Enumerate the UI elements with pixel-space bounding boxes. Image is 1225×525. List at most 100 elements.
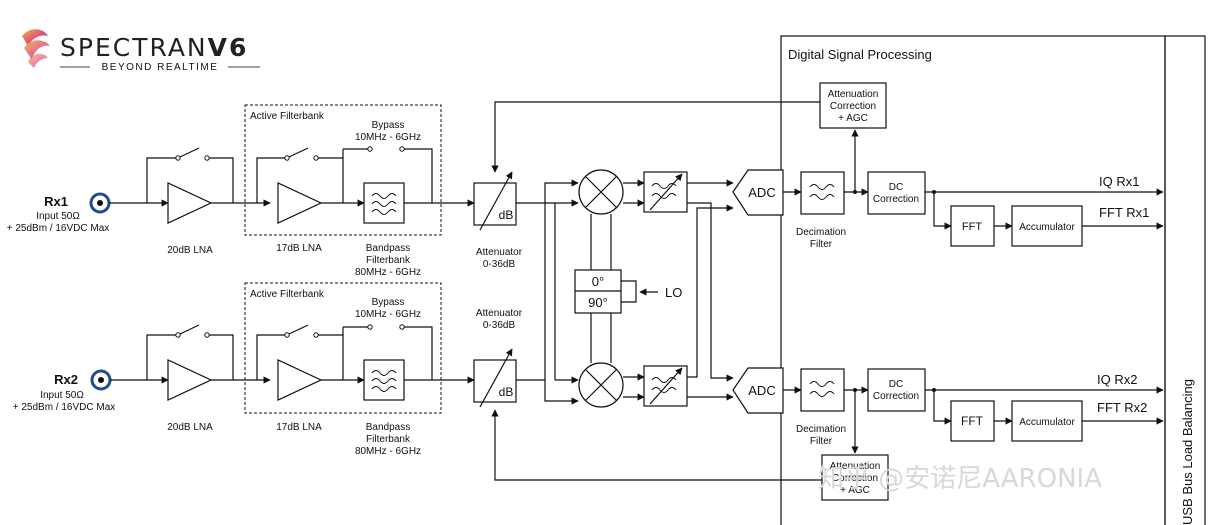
rx2-tunable-filter-icon <box>643 365 688 407</box>
rx1-atten-line1: Attenuation <box>828 89 879 100</box>
rx2-label: Rx2 <box>54 372 78 387</box>
lo-label: LO <box>665 285 682 300</box>
rx1-attenuation-correction: Attenuation Correction + AGC <box>819 82 887 129</box>
rx1-lna2-label: 17dB LNA <box>276 243 322 254</box>
logo-version: V6 <box>208 33 249 62</box>
rx2-attenuator: dB <box>473 348 517 408</box>
rx2-lna1-amplifier-icon <box>167 359 213 401</box>
rx1-bandpass-range: 80MHz - 6GHz <box>355 267 421 278</box>
rx2-accumulator-label: Accumulator <box>1019 417 1075 428</box>
rx2-fft: FFT <box>950 400 995 442</box>
rx1-dc-line2: Correction <box>873 194 919 205</box>
fft-rx2-label: FFT Rx2 <box>1097 400 1147 415</box>
rx2-lna2-amplifier-icon <box>277 359 323 401</box>
rx2-decimation-label: Decimation <box>796 424 846 435</box>
rx2-mixer-icon <box>578 362 624 408</box>
watermark: 知乎 @安诺尼AARONIA <box>818 464 1102 494</box>
rx1-atten-line2: Correction <box>830 101 876 112</box>
logo-mark-icon <box>22 29 50 68</box>
rx2-accumulator: Accumulator <box>1011 400 1083 442</box>
rx1-decimation-filter-icon <box>800 171 845 215</box>
rx1-dc-line1: DC <box>889 182 903 193</box>
rx1-filterbank-box <box>244 104 442 236</box>
rx2-bandpass-label-2: Filterbank <box>366 434 411 445</box>
rx2-dc-correction: DC Correction <box>867 368 926 412</box>
rx1-mixer-icon <box>578 169 624 215</box>
svg-text:SPECTRANV6: SPECTRANV6 <box>60 33 248 62</box>
fft-rx1-label: FFT Rx1 <box>1099 205 1149 220</box>
rx1-lna1-label: 20dB LNA <box>167 245 213 256</box>
rx1-lna2-amplifier-icon <box>277 182 323 224</box>
rx1-adc-label: ADC <box>748 185 775 200</box>
rx2-dc-line2: Correction <box>873 391 919 402</box>
rx1-connector-icon <box>89 192 111 214</box>
rx2-attenuator-label: Attenuator <box>476 308 523 319</box>
phase-90: 90° <box>588 295 608 310</box>
rx1-chain: Rx1 Input 50Ω + 25dBm / 16VDC Max 20dB L… <box>7 104 545 278</box>
rx2-filterbank-box <box>244 282 442 414</box>
rx2-filterbank-title: Active Filterbank <box>250 289 325 300</box>
logo-name: SPECTRAN <box>60 33 208 62</box>
rx1-bypass-range: 10MHz - 6GHz <box>355 132 421 143</box>
iq-mixer-section: 0° 90° LO ADC <box>544 169 784 414</box>
rx1-decimation-label-2: Filter <box>810 239 833 250</box>
rx2-adc-label: ADC <box>748 383 775 398</box>
rx2-bypass-switch-2 <box>284 324 319 338</box>
rx2-decimation-filter-icon <box>800 368 845 412</box>
logo-tagline: BEYOND REALTIME <box>102 62 219 73</box>
iq-rx1-label: IQ Rx1 <box>1099 174 1139 189</box>
rx2-bypass-range: 10MHz - 6GHz <box>355 309 421 320</box>
rx1-atten-line3: + AGC <box>838 113 868 124</box>
rx2-connector-icon <box>90 369 112 391</box>
rx2-atten-line3: + AGC <box>840 485 870 496</box>
rx1-attenuator-range: 0-36dB <box>483 259 516 270</box>
rx2-filter-switch <box>343 324 405 330</box>
rx2-attenuator-range: 0-36dB <box>483 320 516 331</box>
rx2-dc-line1: DC <box>889 379 903 390</box>
rx1-bypass-switch-2 <box>284 147 319 161</box>
rx1-fft: FFT <box>950 205 995 247</box>
rx2-attenuator-db: dB <box>499 385 514 399</box>
rx2-bandpass-filter-icon <box>363 359 405 401</box>
rx2-chain: Rx2 Input 50Ω + 25dBm / 16VDC Max 20dB L… <box>13 282 545 457</box>
rx2-bypass-label: Bypass <box>372 297 405 308</box>
rx2-impedance: Input 50Ω <box>40 390 84 401</box>
rx1-bypass-switch-1 <box>175 147 210 161</box>
dsp-title: Digital Signal Processing <box>788 47 932 62</box>
rx1-decimation-label: Decimation <box>796 227 846 238</box>
rx1-fft-label: FFT <box>962 221 982 233</box>
rx2-atten-line2: Correction <box>832 473 878 484</box>
rx2-bypass-switch-1 <box>175 324 210 338</box>
rx1-tunable-filter-icon <box>643 171 688 213</box>
rx2-max-power: + 25dBm / 16VDC Max <box>13 402 116 413</box>
lo-phase-splitter: 0° 90° <box>574 269 637 314</box>
rx2-atten-line1: Attenuation <box>830 461 881 472</box>
rx1-filterbank-title: Active Filterbank <box>250 111 325 122</box>
rx1-bandpass-label: Bandpass <box>366 243 410 254</box>
rx2-bandpass-label: Bandpass <box>366 422 410 433</box>
rx1-dc-correction: DC Correction <box>867 171 926 215</box>
rx1-accumulator: Accumulator <box>1011 205 1083 247</box>
rx1-bypass-label: Bypass <box>372 120 405 131</box>
rx1-lna1-amplifier-icon <box>167 182 213 224</box>
usb-label: USB Bus Load Balancing <box>1180 379 1195 525</box>
rx2-decimation-label-2: Filter <box>810 436 833 447</box>
rx2-bandpass-range: 80MHz - 6GHz <box>355 446 421 457</box>
usb-panel <box>1164 35 1206 525</box>
rx2-attenuation-correction: Attenuation Correction + AGC <box>821 454 889 501</box>
rx2-lna2-label: 17dB LNA <box>276 422 322 433</box>
rx1-bandpass-filter-icon <box>363 182 405 224</box>
spectran-logo: SPECTRANV6 BEYOND REALTIME <box>22 29 260 73</box>
rx2-fft-label: FFT <box>961 414 984 428</box>
rx1-attenuator-label: Attenuator <box>476 247 523 258</box>
rx1-adc: ADC <box>732 169 784 216</box>
rx1-attenuator-db: dB <box>499 208 514 222</box>
rx2-lna1-label: 20dB LNA <box>167 422 213 433</box>
rx1-impedance: Input 50Ω <box>36 211 80 222</box>
rx2-adc: ADC <box>732 367 784 414</box>
rx1-attenuator: dB <box>473 171 517 231</box>
rx1-label: Rx1 <box>44 194 68 209</box>
phase-0: 0° <box>592 274 604 289</box>
iq-rx2-label: IQ Rx2 <box>1097 372 1137 387</box>
